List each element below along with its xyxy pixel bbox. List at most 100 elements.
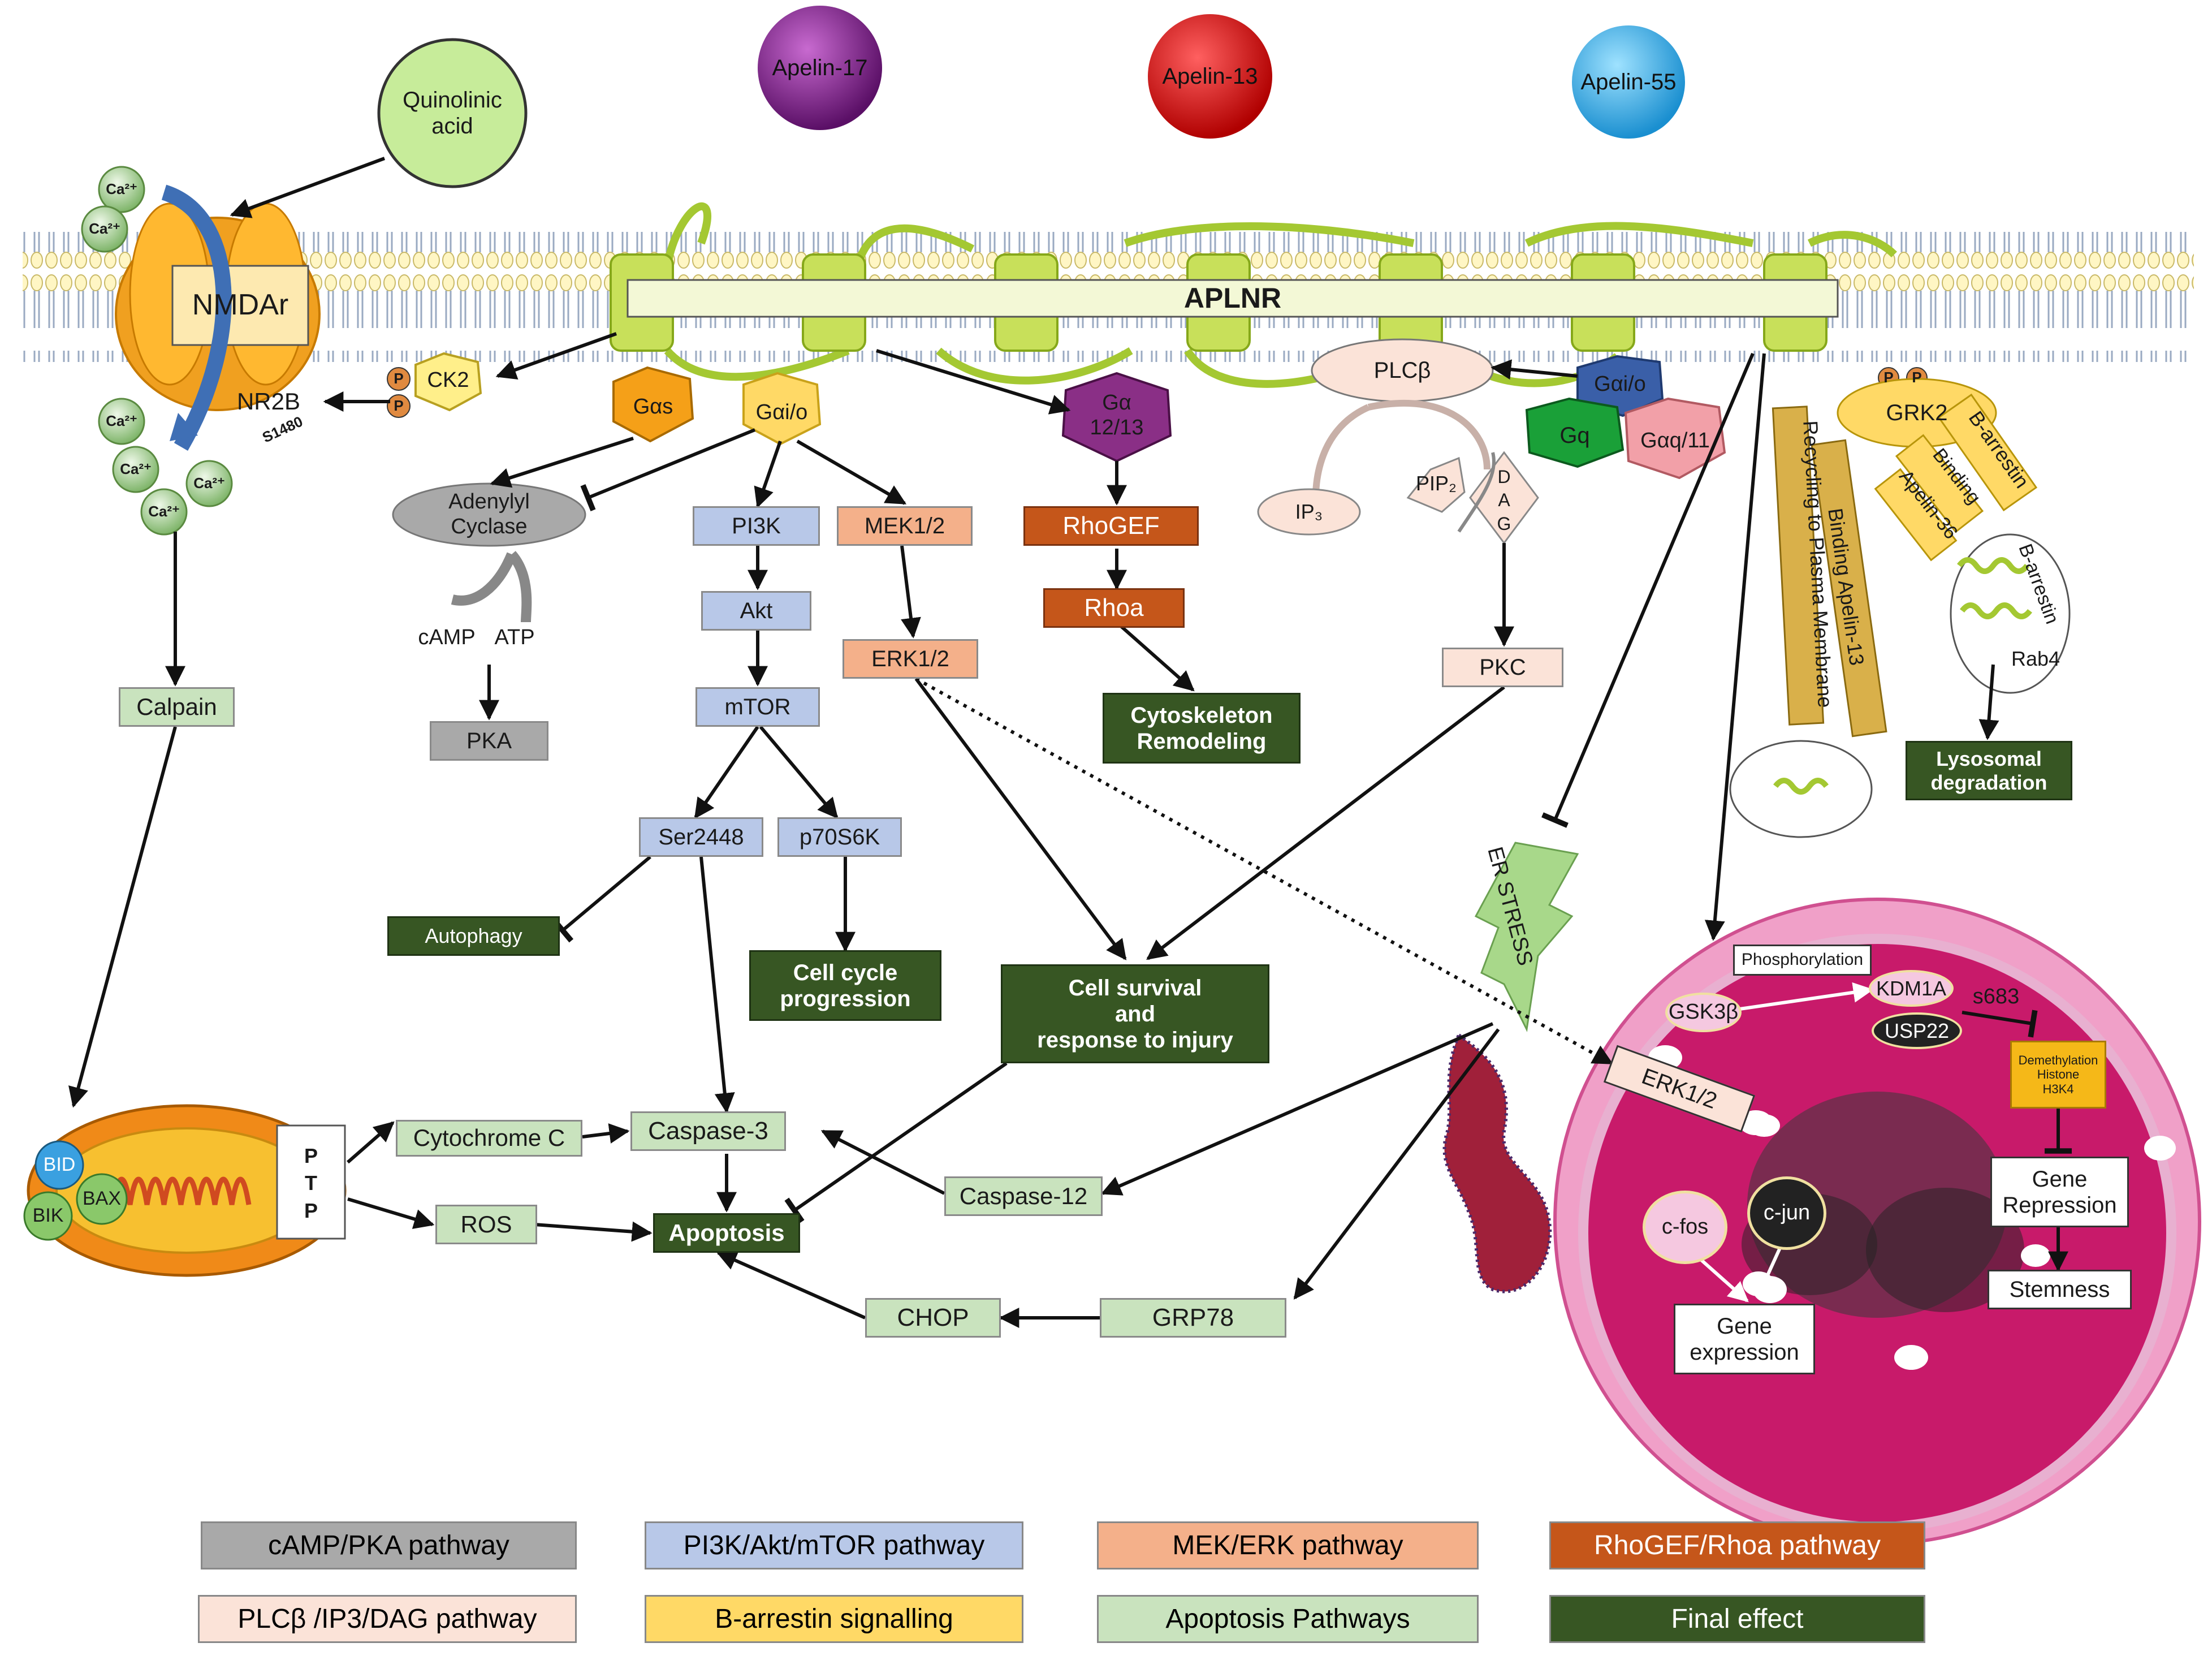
gaq11-protein bbox=[1624, 397, 1726, 480]
ip3-label: IP₃ bbox=[1295, 500, 1323, 524]
adenylyl-cyclase-label: Adenylyl Cyclase bbox=[448, 490, 530, 538]
pathway-arrows bbox=[68, 157, 2072, 1328]
gq-protein bbox=[1525, 397, 1625, 468]
legend-pi3k-akt-mtor: PI3K/Akt/mTOR pathway bbox=[645, 1521, 1023, 1569]
cytochrome-c-box: Cytochrome C bbox=[396, 1120, 582, 1157]
akt-box: Akt bbox=[701, 591, 811, 631]
mitochondrion bbox=[23, 1104, 347, 1277]
mtor-box: mTOR bbox=[695, 687, 820, 727]
adenylyl-cyclase-shape bbox=[392, 482, 586, 547]
ip3-shape bbox=[1257, 488, 1361, 536]
nmdar-label: NMDAr bbox=[192, 288, 289, 322]
ser2448-box: Ser2448 bbox=[639, 817, 763, 857]
bik-label: BIK bbox=[32, 1205, 64, 1227]
bid-label: BID bbox=[43, 1154, 76, 1176]
pip2-label: PIP₂ bbox=[1416, 472, 1457, 495]
pip2-shape bbox=[1406, 456, 1466, 513]
phosphorylation-label: Phosphorylation bbox=[1733, 945, 1872, 976]
aplnr-label: APLNR bbox=[1183, 282, 1282, 314]
demethylation-label: Demethylation Histone H3K4 bbox=[2010, 1041, 2106, 1109]
apelin-55-ligand bbox=[1572, 25, 1685, 139]
gsk3b-label: GSK3β bbox=[1665, 993, 1742, 1032]
legend-barrestin: B-arrestin signalling bbox=[645, 1595, 1023, 1643]
quinolinic-acid-label: Quinolinic acid bbox=[403, 88, 502, 139]
gas-label: Gαs bbox=[633, 395, 673, 419]
calcium-ions bbox=[81, 166, 233, 536]
rab4-label: Rab4 bbox=[2011, 647, 2060, 671]
phospho-p-2: P bbox=[394, 397, 404, 415]
lysosomal-box: Lysosomal degradation bbox=[1906, 741, 2072, 800]
mek-box: MEK1/2 bbox=[837, 506, 973, 546]
apelin-17-label: Apelin-17 bbox=[772, 55, 868, 80]
ck2-kinase bbox=[414, 352, 482, 412]
ca-label-2: Ca²⁺ bbox=[89, 220, 120, 238]
apelin-17-ligand bbox=[758, 6, 882, 130]
ca-label-5: Ca²⁺ bbox=[193, 475, 225, 492]
nmdar-channel bbox=[115, 184, 321, 451]
atp-label: ATP bbox=[494, 625, 535, 649]
recycling-arrow bbox=[1772, 406, 1825, 726]
cjun-label: c-jun bbox=[1747, 1176, 1826, 1250]
cell-survival-box: Cell survival and response to injury bbox=[1001, 964, 1269, 1063]
ck2-label: CK2 bbox=[427, 368, 469, 392]
pka-box: PKA bbox=[430, 721, 548, 761]
caspase-12-box: Caspase-12 bbox=[944, 1176, 1103, 1216]
apelin-55-label: Apelin-55 bbox=[1580, 70, 1677, 94]
gas-protein bbox=[612, 366, 694, 443]
dag-label: D A G bbox=[1497, 466, 1511, 534]
ca-label-4: Ca²⁺ bbox=[120, 460, 152, 478]
p70s6k-box: p70S6K bbox=[777, 817, 902, 857]
legend-final-effect: Final effect bbox=[1549, 1595, 1925, 1643]
plcb-label: PLCβ bbox=[1373, 358, 1431, 383]
ga1213-label: Gα 12/13 bbox=[1090, 391, 1144, 439]
rhogef-box: RhoGEF bbox=[1023, 506, 1199, 546]
camp-label: cAMP bbox=[418, 625, 476, 649]
grp78-box: GRP78 bbox=[1100, 1298, 1286, 1338]
calpain-box: Calpain bbox=[119, 687, 235, 727]
ros-box: ROS bbox=[435, 1205, 537, 1244]
vesicle-rab4 bbox=[1950, 533, 2071, 694]
apoptosis-box: Apoptosis bbox=[653, 1213, 800, 1253]
cytoskeleton-box: Cytoskeleton Remodeling bbox=[1103, 693, 1301, 764]
legend-camp-pka: cAMP/PKA pathway bbox=[201, 1521, 577, 1569]
ptp-label: P T P bbox=[304, 1144, 318, 1222]
rhoa-box: Rhoa bbox=[1043, 588, 1185, 628]
pkc-box: PKC bbox=[1442, 648, 1563, 687]
caspase-3-box: Caspase-3 bbox=[630, 1111, 786, 1151]
chop-box: CHOP bbox=[865, 1298, 1001, 1338]
binding-apelin13-arrow bbox=[1811, 439, 1887, 738]
gaio2-protein bbox=[1576, 355, 1664, 417]
gaq11-label: Gαq/11 bbox=[1640, 429, 1710, 453]
nr2b-label: NR2B bbox=[236, 387, 301, 415]
legend-apoptosis: Apoptosis Pathways bbox=[1097, 1595, 1479, 1643]
gaio2-label: Gαi/o bbox=[1594, 372, 1646, 396]
legend-rhogef-rhoa: RhoGEF/Rhoa pathway bbox=[1549, 1521, 1925, 1569]
aplnr-helices bbox=[610, 202, 1897, 388]
apelin-13-label: Apelin-13 bbox=[1162, 64, 1258, 89]
apelin-13-ligand bbox=[1148, 14, 1272, 139]
gene-repression-box: Gene Repression bbox=[1990, 1157, 2129, 1227]
ca-label-3: Ca²⁺ bbox=[106, 412, 137, 430]
pi3k-box: PI3K bbox=[693, 506, 820, 546]
gaio-label: Gαi/o bbox=[755, 400, 808, 425]
gene-expression-box: Gene expression bbox=[1674, 1304, 1815, 1374]
phospho-p-3: P bbox=[1883, 369, 1894, 386]
grk2-label: GRK2 bbox=[1886, 400, 1948, 425]
kdm1a-label: KDM1A bbox=[1869, 970, 1954, 1007]
erk-box: ERK1/2 bbox=[843, 639, 978, 679]
cell-cycle-box: Cell cycle progression bbox=[749, 950, 941, 1021]
er-stress-bolt bbox=[1474, 842, 1579, 1032]
quinolinic-acid-ligand bbox=[377, 38, 528, 188]
bax-label: BAX bbox=[82, 1188, 122, 1210]
ca-label-6: Ca²⁺ bbox=[148, 503, 180, 520]
phospho-p-4: P bbox=[1912, 369, 1922, 386]
endoplasmic-reticulum bbox=[1442, 1032, 1552, 1293]
legend-mek-erk: MEK/ERK pathway bbox=[1097, 1521, 1479, 1569]
phospho-p-1: P bbox=[394, 370, 404, 387]
gq-label: Gq bbox=[1559, 423, 1590, 448]
autophagy-box: Autophagy bbox=[387, 916, 560, 956]
stemness-box: Stemness bbox=[1988, 1270, 2132, 1309]
cfos-label: c-fos bbox=[1643, 1191, 1727, 1264]
ca-label-1: Ca²⁺ bbox=[106, 180, 137, 198]
